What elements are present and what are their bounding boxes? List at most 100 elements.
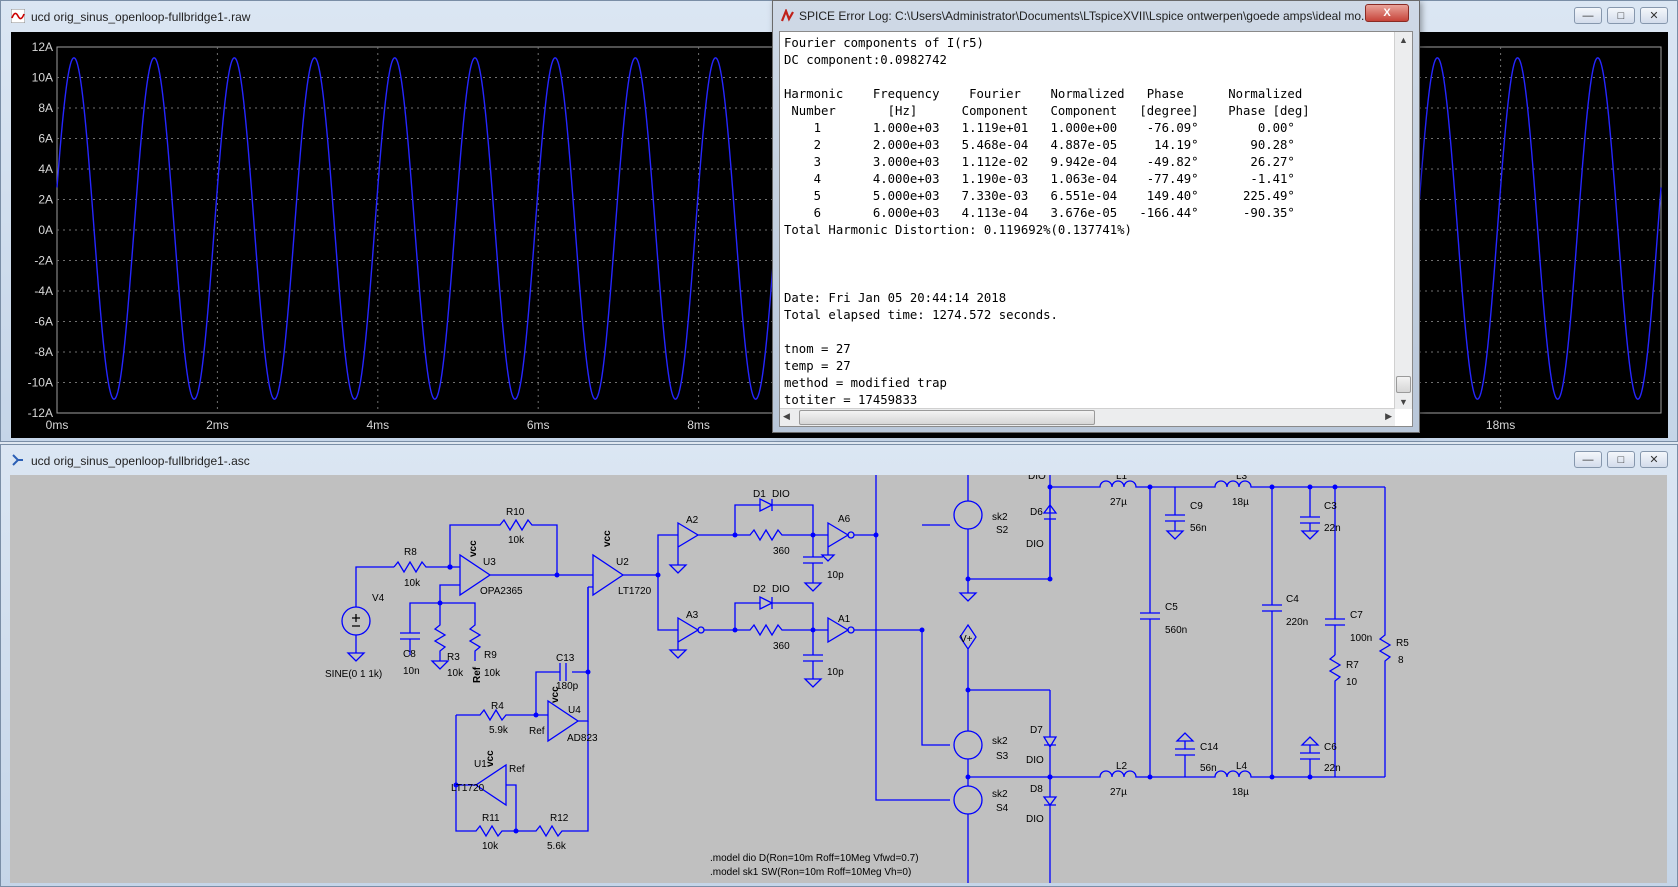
buffer-a6[interactable] — [813, 521, 876, 562]
inductor-l4[interactable] — [1210, 770, 1272, 778]
spice-log-text: Fourier components of I(r5) DC component… — [784, 36, 1310, 407]
gate-drive-wires[interactable] — [875, 475, 950, 801]
comparator-u2[interactable] — [557, 553, 658, 597]
horizontal-scroll-thumb[interactable] — [799, 410, 1095, 425]
scroll-up-icon[interactable]: ▲ — [1399, 35, 1408, 45]
capacitor-c5[interactable] — [1140, 487, 1160, 777]
schematic-maximize-button[interactable]: □ — [1607, 451, 1635, 468]
label-a1: A1 — [838, 614, 851, 625]
label-l1-value: 27µ — [1110, 497, 1127, 508]
inductor-l1[interactable] — [1050, 480, 1210, 488]
capacitor-c13[interactable] — [535, 587, 589, 715]
label-u3: U3 — [483, 557, 496, 568]
diode-d6[interactable] — [1042, 485, 1058, 579]
resistor-r3[interactable] — [430, 603, 450, 670]
label-r10: R10 — [506, 507, 525, 518]
waveform-minimize-button[interactable]: — — [1574, 7, 1602, 24]
resistor-r8[interactable] — [393, 560, 450, 574]
vertical-scroll-thumb[interactable] — [1396, 376, 1411, 393]
capacitor-10p-bottom[interactable] — [803, 630, 823, 688]
spice-log-vertical-scrollbar[interactable]: ▲ ▼ — [1394, 32, 1412, 409]
resistor-r9[interactable] — [439, 584, 482, 661]
capacitor-c14[interactable] — [1175, 732, 1195, 777]
y-tick-label: 0A — [38, 223, 53, 237]
spice-log-text-area[interactable]: Fourier components of I(r5) DC component… — [779, 31, 1413, 427]
y-tick-label: 2A — [38, 193, 53, 207]
x-tick-label: 4ms — [366, 418, 389, 432]
switch-s2[interactable] — [953, 475, 1051, 602]
resistor-r7[interactable] — [1328, 654, 1342, 777]
label-l4: L4 — [1236, 761, 1248, 772]
label-s2: S2 — [996, 525, 1009, 536]
waveform-titlebar[interactable]: ucd orig_sinus_openloop-fullbridge1-.raw — [1, 1, 1677, 31]
label-r5-value: 8 — [1398, 655, 1404, 666]
resistor-360-bottom[interactable] — [735, 623, 813, 637]
buffer-a2[interactable] — [657, 521, 735, 575]
scroll-down-icon[interactable]: ▼ — [1399, 397, 1408, 407]
capacitor-10p-top[interactable] — [803, 535, 823, 592]
schematic-labels: V4 SINE(0 1 1k) R8 10k R10 10k U3 OPA236… — [325, 475, 1409, 878]
buffer-a1[interactable] — [813, 616, 922, 644]
switch-s4[interactable] — [953, 777, 983, 883]
label-ref-r9: Ref — [472, 666, 483, 683]
label-d1-model: DIO — [772, 489, 790, 500]
buffer-a3[interactable] — [657, 575, 735, 659]
label-c7: C7 — [1350, 610, 1363, 621]
opamp-u4[interactable] — [536, 587, 589, 743]
label-u2-model: LT1720 — [618, 586, 652, 597]
capacitor-c4[interactable] — [1262, 487, 1282, 777]
resistor-r4[interactable] — [456, 708, 536, 722]
capacitor-c7[interactable] — [1325, 487, 1345, 655]
resistor-r10[interactable] — [449, 518, 558, 575]
capacitor-c8[interactable] — [400, 602, 440, 655]
label-d2-model: DIO — [772, 584, 790, 595]
label-sine: SINE(0 1 1k) — [325, 669, 382, 680]
schematic-window-title: ucd orig_sinus_openloop-fullbridge1-.asc — [31, 454, 250, 468]
label-u4-model: AD823 — [567, 733, 598, 744]
capacitor-c9[interactable] — [1165, 487, 1185, 540]
capacitor-c6[interactable] — [1272, 736, 1385, 778]
label-a2: A2 — [686, 515, 699, 526]
diode-d8[interactable] — [1042, 777, 1058, 883]
scroll-right-icon[interactable]: ▶ — [1385, 411, 1392, 421]
label-r5: R5 — [1396, 638, 1409, 649]
resistor-360-top[interactable] — [735, 528, 813, 542]
label-d2: D2 — [753, 584, 766, 595]
label-d8: D8 — [1030, 784, 1043, 795]
y-tick-label: -8A — [34, 345, 53, 359]
label-r9-value: 10k — [484, 668, 501, 679]
waveform-maximize-button[interactable]: □ — [1607, 7, 1635, 24]
schematic-titlebar[interactable]: ucd orig_sinus_openloop-fullbridge1-.asc — [1, 445, 1677, 475]
label-d8-model: DIO — [1026, 814, 1044, 825]
resistor-r11[interactable] — [455, 815, 516, 838]
diode-d2[interactable] — [734, 595, 814, 630]
spice-log-close-button[interactable]: X — [1365, 4, 1409, 22]
label-c8-value: 10n — [403, 666, 420, 677]
scroll-left-icon[interactable]: ◀ — [783, 411, 790, 421]
capacitor-c3[interactable] — [1272, 486, 1385, 540]
source-vplus[interactable] — [959, 623, 1050, 691]
spice-log-horizontal-scrollbar[interactable]: ◀ ▶ — [780, 408, 1395, 426]
y-tick-label: -2A — [34, 254, 53, 268]
y-tick-label: 8A — [38, 101, 53, 115]
inductor-l3[interactable] — [1210, 480, 1272, 488]
resistor-r5[interactable] — [1378, 487, 1392, 777]
source-v4[interactable] — [341, 566, 394, 662]
y-tick-label: -12A — [28, 406, 53, 420]
label-l3: L3 — [1236, 475, 1248, 482]
schematic-canvas[interactable]: V4 SINE(0 1 1k) R8 10k R10 10k U3 OPA236… — [10, 475, 1667, 883]
diode-d7[interactable] — [1042, 690, 1058, 777]
waveform-close-button[interactable]: ✕ — [1640, 7, 1668, 24]
schematic-close-button[interactable]: ✕ — [1640, 451, 1668, 468]
schematic-minimize-button[interactable]: — — [1574, 451, 1602, 468]
spice-log-titlebar[interactable]: SPICE Error Log: C:\Users\Administrator\… — [773, 1, 1419, 31]
diode-d1[interactable] — [734, 497, 814, 535]
y-tick-label: 12A — [32, 40, 53, 54]
label-r8: R8 — [404, 547, 417, 558]
label-ref-u1: Ref — [509, 764, 525, 775]
label-c13: C13 — [556, 653, 575, 664]
inductor-l2[interactable] — [1050, 770, 1210, 778]
label-c9-value: 56n — [1190, 523, 1207, 534]
resistor-r12[interactable] — [506, 721, 589, 838]
label-c4-value: 220n — [1286, 617, 1308, 628]
